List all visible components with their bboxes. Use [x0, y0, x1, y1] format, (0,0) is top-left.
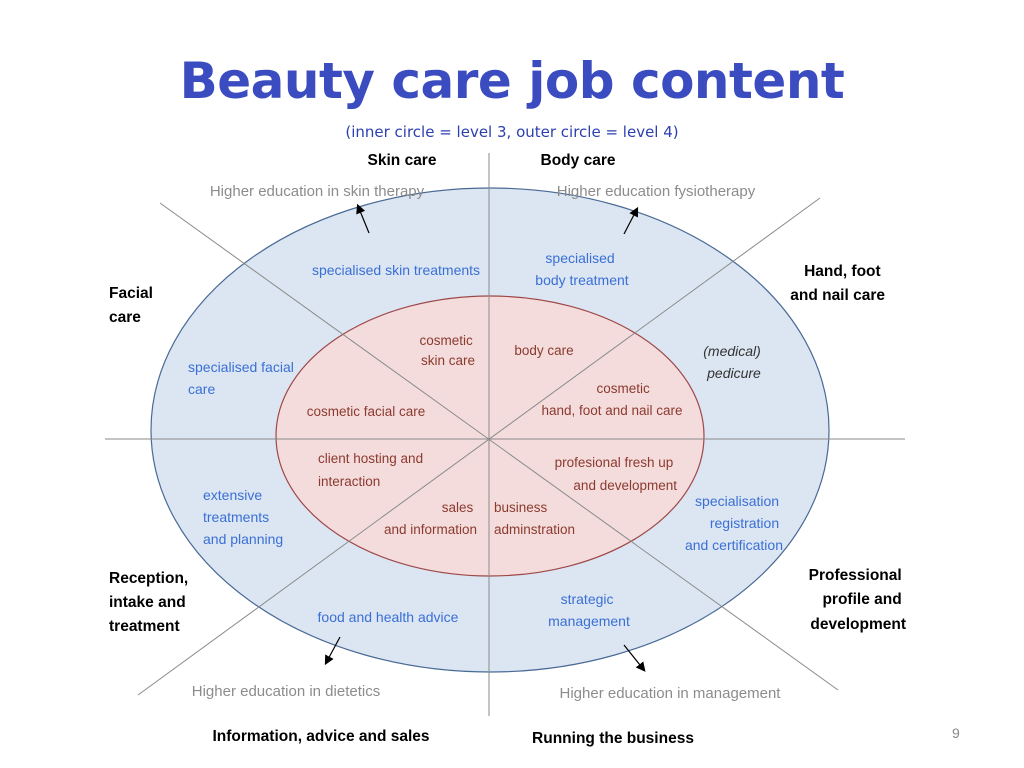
sector-hand-foot-nail-care: Hand, foot and nail care — [790, 263, 885, 304]
sector-skin-care: Skin care — [368, 152, 437, 169]
inner-cosmetic-facial-care: cosmetic facial care — [307, 404, 426, 419]
diagonal-divider-right — [137, 197, 821, 696]
sector-professional-profile: Professional profile and development — [809, 567, 906, 633]
slide-title: Beauty care job content — [179, 52, 845, 110]
outer-food-health-advice: food and health advice — [318, 609, 459, 625]
higher-education-management: Higher education in management — [560, 685, 782, 702]
inner-sales-information: sales and information — [384, 500, 477, 537]
page-number: 9 — [952, 725, 960, 741]
inner-body-care: body care — [514, 343, 573, 358]
inner-circle-level-3 — [275, 295, 705, 577]
inner-cosmetic-hand-foot-nail: cosmetic hand, foot and nail care — [541, 381, 682, 418]
arrow-fysiotherapy — [623, 206, 639, 235]
outer-specialised-body-treatment: specialised body treatment — [535, 250, 628, 288]
sector-facial-care: Facial care — [109, 285, 157, 326]
inner-cosmetic-skin-care: cosmetic skin care — [419, 333, 476, 368]
inner-professional-fresh-up: profesional fresh up and development — [555, 455, 678, 493]
higher-education-skin-therapy: Higher education in skin therapy — [210, 183, 425, 200]
arrow-skin-therapy — [356, 203, 370, 234]
arrow-dietetics — [324, 636, 341, 666]
sector-running-business: Running the business — [532, 730, 694, 747]
outer-strategic-management: strategic management — [548, 591, 630, 629]
outer-specialised-skin-treatments: specialised skin treatments — [312, 262, 480, 278]
higher-education-fysiotherapy: Higher education fysiotherapy — [557, 183, 756, 200]
outer-extensive-treatments-planning: extensive treatments and planning — [203, 487, 283, 547]
arrow-management — [623, 644, 646, 672]
outer-specialisation-registration: specialisation registration and certific… — [685, 493, 783, 553]
sector-information-advice-sales: Information, advice and sales — [212, 728, 429, 745]
diagonal-divider-left — [159, 202, 839, 691]
inner-business-administration: business adminstration — [494, 500, 575, 537]
slide-subtitle: (inner circle = level 3, outer circle = … — [345, 123, 679, 141]
sector-reception-intake-treatment: Reception, intake and treatment — [109, 570, 193, 635]
inner-client-hosting-interaction: client hosting and interaction — [318, 451, 427, 489]
outer-specialised-facial-care: specialised facial care — [188, 359, 298, 397]
higher-education-dietetics: Higher education in dietetics — [192, 683, 380, 700]
outer-medical-pedicure: (medical) pedicure — [703, 343, 764, 381]
sector-body-care: Body care — [541, 152, 616, 169]
